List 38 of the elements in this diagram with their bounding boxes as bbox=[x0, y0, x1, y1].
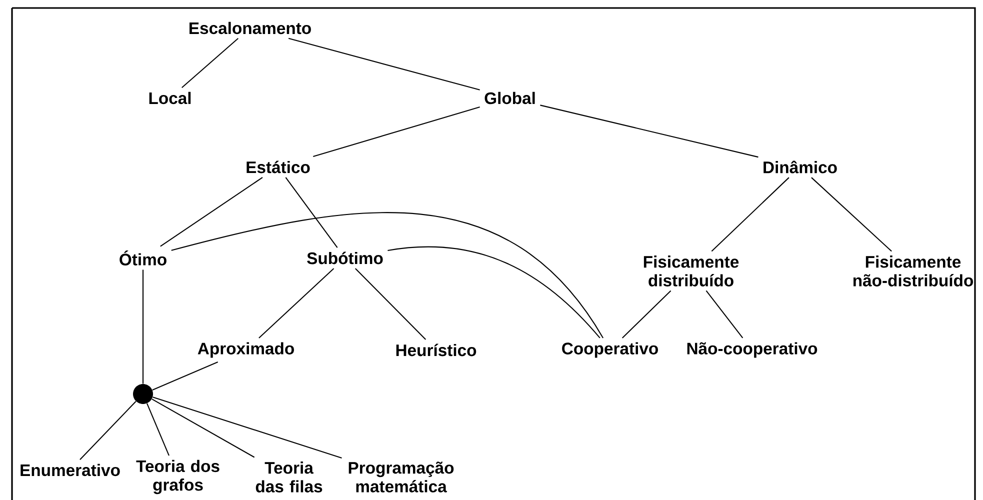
category-label: Fisicamente distribuído bbox=[644, 256, 739, 286]
connector-line bbox=[258, 268, 334, 338]
category-label: Teoria dos grafos bbox=[136, 460, 220, 494]
connector-line bbox=[146, 403, 170, 456]
category-label: Global bbox=[484, 92, 535, 104]
connector-line bbox=[171, 212, 604, 338]
junction-dot bbox=[133, 384, 153, 404]
category-label: Local bbox=[149, 92, 191, 104]
connector-line bbox=[152, 362, 218, 390]
connector-line bbox=[152, 398, 255, 458]
category-label: Ótimo bbox=[120, 250, 166, 266]
connector-line bbox=[160, 177, 263, 247]
category-label: Dinâmico bbox=[764, 160, 837, 174]
category-label: Estático bbox=[246, 160, 310, 174]
category-label: Enumerativo bbox=[20, 464, 120, 476]
connector-line bbox=[706, 290, 744, 338]
category-label: Programação matemática bbox=[348, 462, 454, 492]
connector-line bbox=[313, 106, 480, 158]
category-label: Fisicamente não-distribuído bbox=[853, 256, 973, 286]
connector-line bbox=[811, 177, 892, 252]
connector-line bbox=[540, 104, 758, 158]
category-label: Não-cooperativo bbox=[687, 342, 818, 358]
connector-line bbox=[354, 268, 426, 340]
category-label: Cooperativo bbox=[562, 342, 658, 358]
category-label: Heurístico bbox=[396, 344, 476, 356]
category-label: Teoria das filas bbox=[256, 462, 322, 492]
category-label: Subótimo bbox=[307, 252, 383, 264]
connector-line bbox=[288, 38, 480, 90]
connector-line bbox=[182, 38, 238, 88]
connector-line bbox=[152, 396, 342, 458]
connector-line bbox=[285, 177, 338, 248]
connector-line bbox=[711, 177, 790, 252]
connector-line bbox=[622, 290, 672, 338]
connector-line bbox=[80, 401, 136, 460]
category-label: Escalonamento bbox=[190, 22, 311, 34]
connector-line bbox=[142, 270, 144, 384]
connector-line bbox=[388, 246, 600, 338]
category-label: Aproximado bbox=[198, 342, 294, 358]
